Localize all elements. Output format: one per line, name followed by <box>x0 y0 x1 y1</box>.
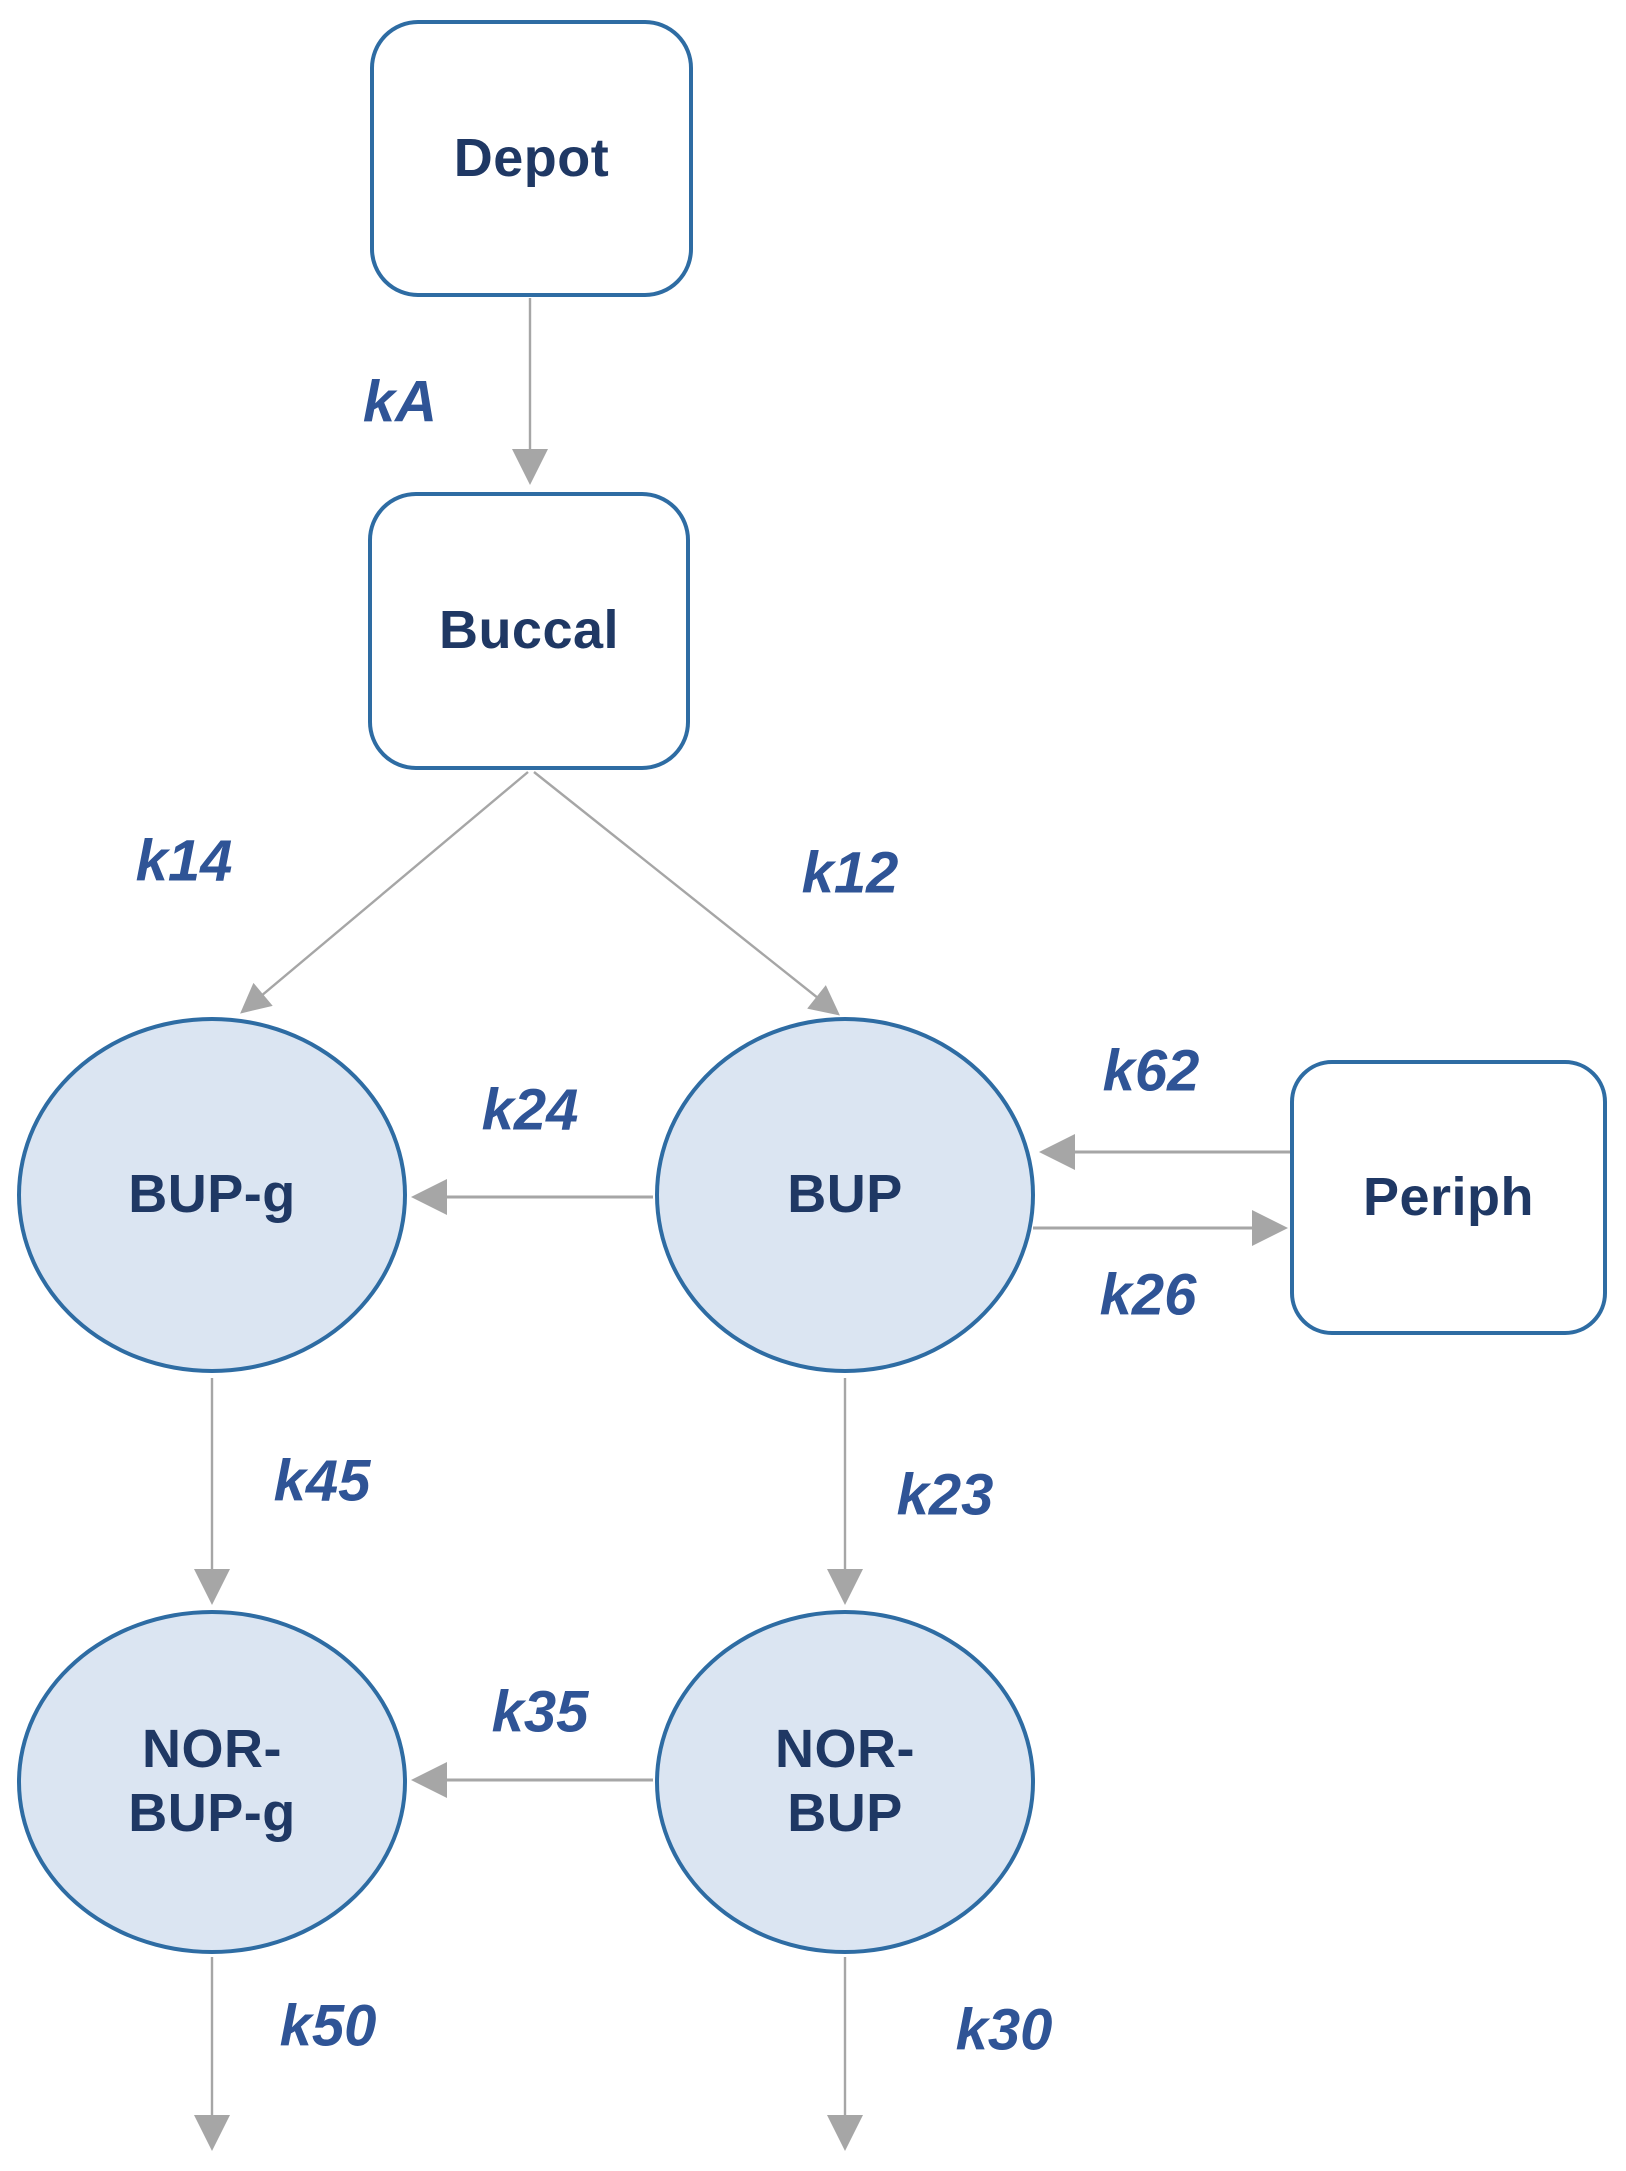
node-bup-g: BUP-g <box>17 1017 407 1373</box>
rate-label-k45: k45 <box>273 1448 371 1514</box>
node-buccal-label: Buccal <box>438 600 620 661</box>
rate-label-k35: k35 <box>491 1679 589 1745</box>
rate-label-ka: kA <box>362 369 438 435</box>
node-nor-bup-line2: BUP <box>787 1783 903 1843</box>
node-nor-bup: NOR- BUP <box>655 1610 1035 1954</box>
arrow-k14 <box>240 771 529 1014</box>
node-periph-label: Periph <box>1362 1166 1535 1227</box>
node-bup: BUP <box>655 1017 1035 1373</box>
node-bup-g-label: BUP-g <box>128 1164 296 1225</box>
rate-label-k12: k12 <box>801 840 899 906</box>
rate-label-k14: k14 <box>135 828 233 894</box>
node-nor-bup-label: NOR- BUP <box>775 1718 915 1845</box>
rate-label-k30: k30 <box>955 1997 1053 2063</box>
rate-label-k50: k50 <box>279 1993 377 2059</box>
node-nor-bup-line1: NOR- <box>775 1719 915 1780</box>
rate-label-k62: k62 <box>1102 1038 1200 1104</box>
node-periph: Periph <box>1290 1060 1607 1335</box>
arrow-k12 <box>533 771 840 1016</box>
node-bup-label: BUP <box>787 1164 903 1225</box>
node-nor-bup-g-line2: BUP-g <box>128 1783 296 1843</box>
rate-label-k23: k23 <box>896 1462 994 1528</box>
node-depot: Depot <box>370 20 693 297</box>
node-nor-bup-g-line1: NOR- <box>142 1719 282 1780</box>
node-depot-label: Depot <box>453 127 610 188</box>
rate-label-k26: k26 <box>1099 1262 1197 1328</box>
node-buccal: Buccal <box>368 492 690 770</box>
node-nor-bup-g: NOR- BUP-g <box>17 1610 407 1954</box>
node-nor-bup-g-label: NOR- BUP-g <box>128 1718 295 1845</box>
rate-label-k24: k24 <box>481 1077 579 1143</box>
